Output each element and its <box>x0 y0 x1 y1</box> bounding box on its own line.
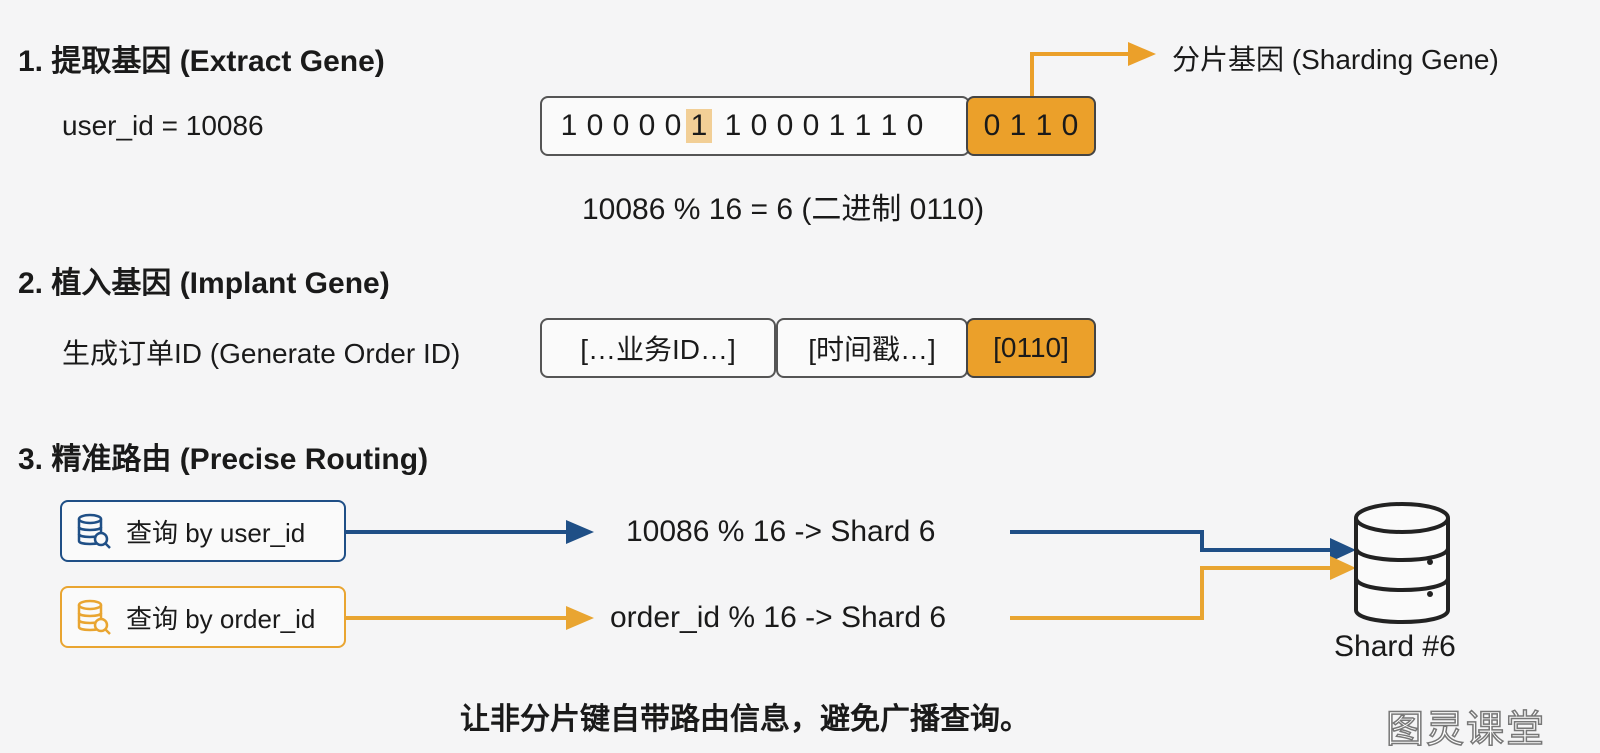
query-order-label: 查询 by order_id <box>126 603 316 634</box>
bit-3: 0 <box>638 109 656 142</box>
step2-heading: 2. 植入基因 (Implant Gene) <box>18 267 390 300</box>
bit-10: 1 <box>828 109 846 142</box>
query-user-label: 查询 by user_id <box>126 517 306 548</box>
database-search-icon <box>77 599 111 635</box>
query-by-user-id: 查询 by user_id <box>60 500 346 562</box>
shard-label: Shard #6 <box>1334 630 1456 663</box>
user-route-arrow-head <box>1330 538 1356 562</box>
gene-bit-0: 0 <box>983 109 1001 142</box>
bit-0: 1 <box>560 109 578 142</box>
bit-9: 0 <box>802 109 820 142</box>
gene-bit-2: 1 <box>1035 109 1053 142</box>
database-icon <box>1354 502 1450 624</box>
step2-order-id-label: 生成订单ID (Generate Order ID) <box>62 338 461 369</box>
query-by-order-id: 查询 by order_id <box>60 586 346 648</box>
gene-bit-1: 1 <box>1009 109 1027 142</box>
step1-user-id-label: user_id = 10086 <box>62 110 264 141</box>
route-user-text: 10086 % 16 -> Shard 6 <box>626 515 936 548</box>
bit-2: 0 <box>612 109 630 142</box>
bit-12: 1 <box>880 109 898 142</box>
segment-business-id: […业务ID…] <box>540 318 776 378</box>
database-search-icon <box>77 513 111 549</box>
gene-arrow-line <box>1030 52 1130 96</box>
segment-gene: [0110] <box>966 318 1096 378</box>
order-query-arrow-head <box>566 606 594 630</box>
user-route-arrow-line <box>1010 530 1334 552</box>
footer-summary: 让非分片键自带路由信息，避免广播查询。 <box>460 703 1030 736</box>
bit-6: 1 <box>724 109 742 142</box>
watermark: 图灵课堂 <box>1385 708 1547 752</box>
gene-bits-box: 0 1 1 0 <box>966 96 1096 156</box>
gene-bit-3: 0 <box>1061 109 1079 142</box>
step1-heading: 1. 提取基因 (Extract Gene) <box>18 45 385 78</box>
user-query-arrow-head <box>566 520 594 544</box>
segment-timestamp: [时间戳…] <box>776 318 968 378</box>
route-order-text: order_id % 16 -> Shard 6 <box>610 601 947 634</box>
bit-11: 1 <box>854 109 872 142</box>
order-route-arrow-head <box>1330 556 1356 580</box>
gene-arrow-head <box>1128 42 1156 66</box>
bit-5-highlighted: 1 <box>686 109 712 143</box>
bit-7: 0 <box>750 109 768 142</box>
bit-4: 0 <box>664 109 682 142</box>
gene-formula: 10086 % 16 = 6 (二进制 0110) <box>582 193 985 226</box>
bit-13: 0 <box>906 109 924 142</box>
order-route-arrow-line <box>1010 566 1334 620</box>
gene-label: 分片基因 (Sharding Gene) <box>1172 44 1499 75</box>
bit-8: 0 <box>776 109 794 142</box>
bit-string-box: 1 0 0 0 0 1 1 0 0 0 1 1 1 0 <box>540 96 970 156</box>
step3-heading: 3. 精准路由 (Precise Routing) <box>18 443 429 476</box>
bit-1: 0 <box>586 109 604 142</box>
